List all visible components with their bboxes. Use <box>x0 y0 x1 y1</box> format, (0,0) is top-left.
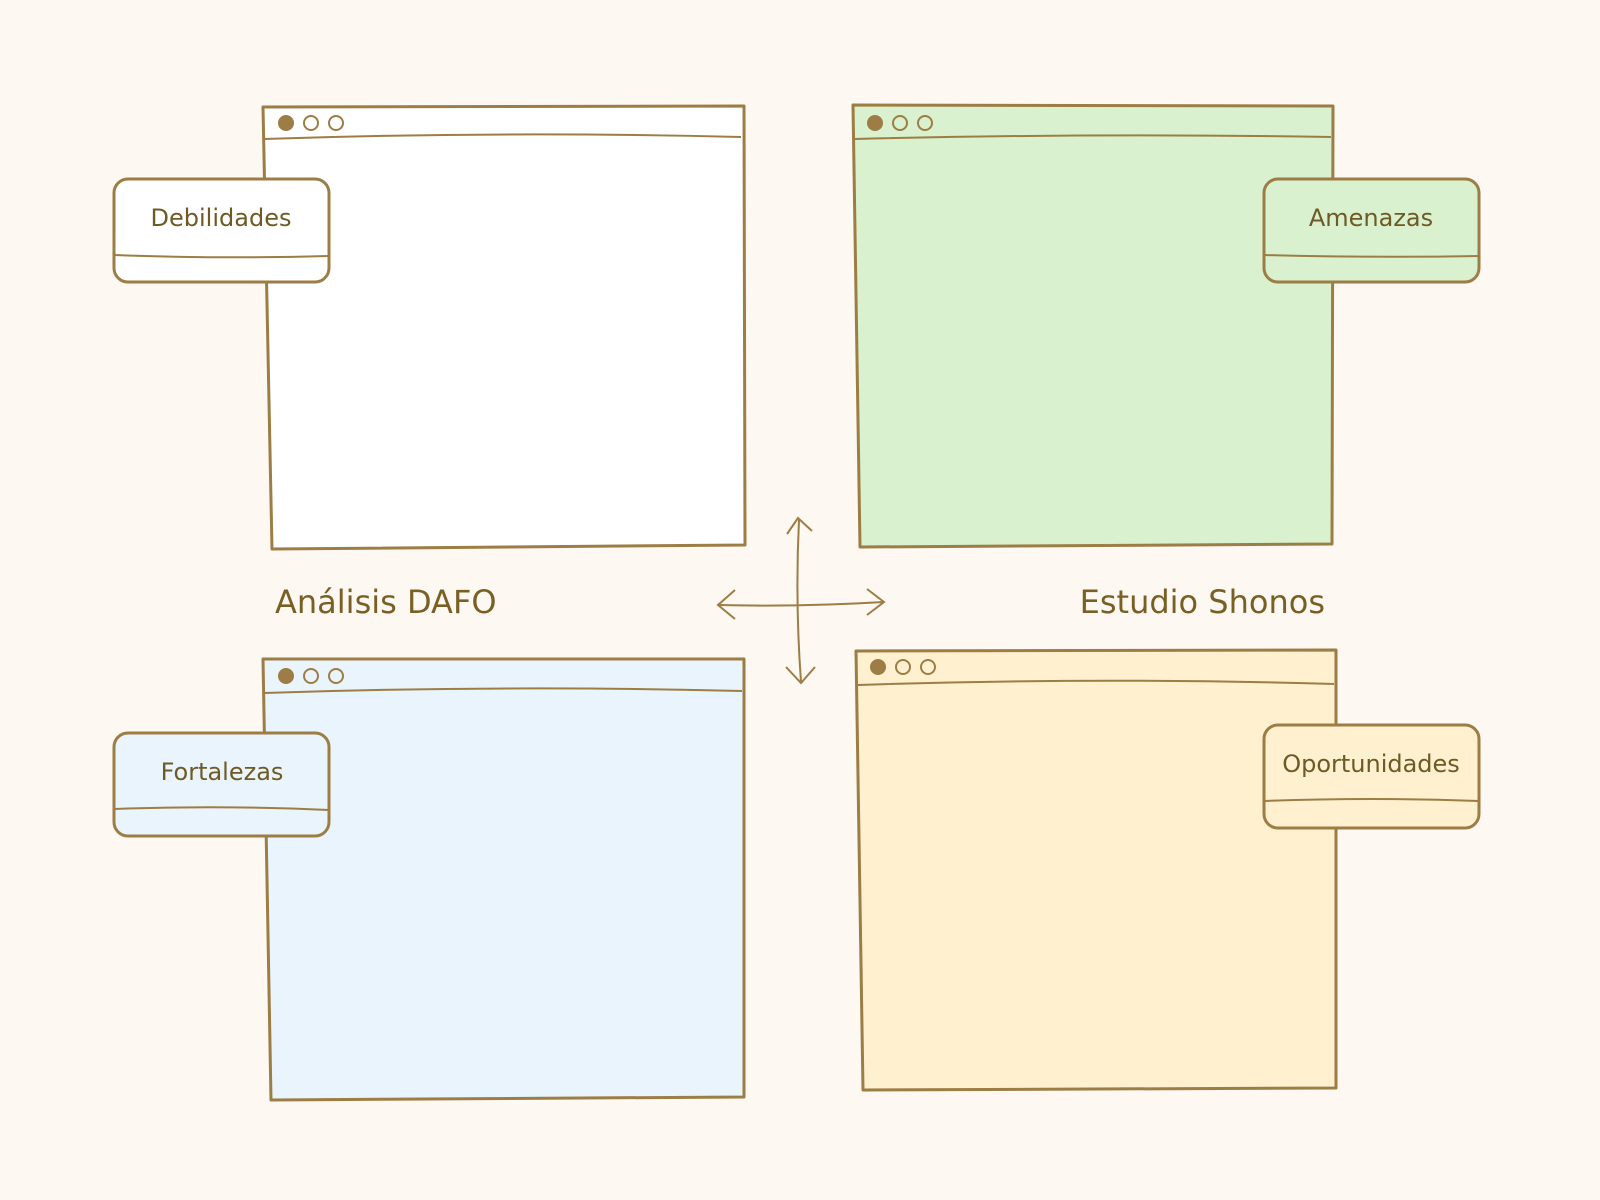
window-titlebar-divider <box>854 134 1332 140</box>
tag-box <box>1262 723 1481 830</box>
window-dot-empty-icon <box>303 668 319 684</box>
window-frame <box>261 104 747 551</box>
window-dot-empty-icon <box>328 668 344 684</box>
window-dot-empty-icon <box>920 659 936 675</box>
window-dot-filled-icon <box>870 659 886 675</box>
window-dot-filled-icon <box>867 115 883 131</box>
tag-label: Debilidades <box>151 204 292 232</box>
diagram-subtitle: Estudio Shonos <box>1080 583 1325 621</box>
window-dot-empty-icon <box>303 115 319 131</box>
tag-fortalezas: Fortalezas <box>112 731 331 838</box>
tag-label: Amenazas <box>1309 204 1433 232</box>
tag-box <box>112 731 331 838</box>
tag-label: Fortalezas <box>161 758 284 786</box>
window-frame <box>851 103 1335 549</box>
window-titlebar-divider <box>263 687 743 694</box>
window-frame <box>854 648 1338 1092</box>
window-frame <box>261 657 746 1102</box>
tag-divider <box>113 254 330 259</box>
tag-oportunidades: Oportunidades <box>1262 723 1481 830</box>
tag-debilidades: Debilidades <box>112 177 331 284</box>
window-amenazas <box>851 103 1335 549</box>
tag-amenazas: Amenazas <box>1262 177 1481 284</box>
window-dot-filled-icon <box>278 115 294 131</box>
window-dot-empty-icon <box>892 115 908 131</box>
window-dot-empty-icon <box>895 659 911 675</box>
window-titlebar-divider <box>857 679 1335 686</box>
four-way-arrow-icon <box>716 516 886 685</box>
window-dot-empty-icon <box>917 115 933 131</box>
window-debilidades <box>261 104 747 551</box>
tag-label: Oportunidades <box>1282 750 1460 778</box>
window-dot-empty-icon <box>328 115 344 131</box>
tag-divider <box>113 806 330 811</box>
tag-divider <box>1263 254 1480 258</box>
tag-divider <box>1263 798 1480 802</box>
window-titlebar-divider <box>263 133 742 140</box>
window-fortalezas <box>261 657 746 1102</box>
window-dot-filled-icon <box>278 668 294 684</box>
diagram-title: Análisis DAFO <box>275 583 497 621</box>
window-oportunidades <box>854 648 1338 1092</box>
